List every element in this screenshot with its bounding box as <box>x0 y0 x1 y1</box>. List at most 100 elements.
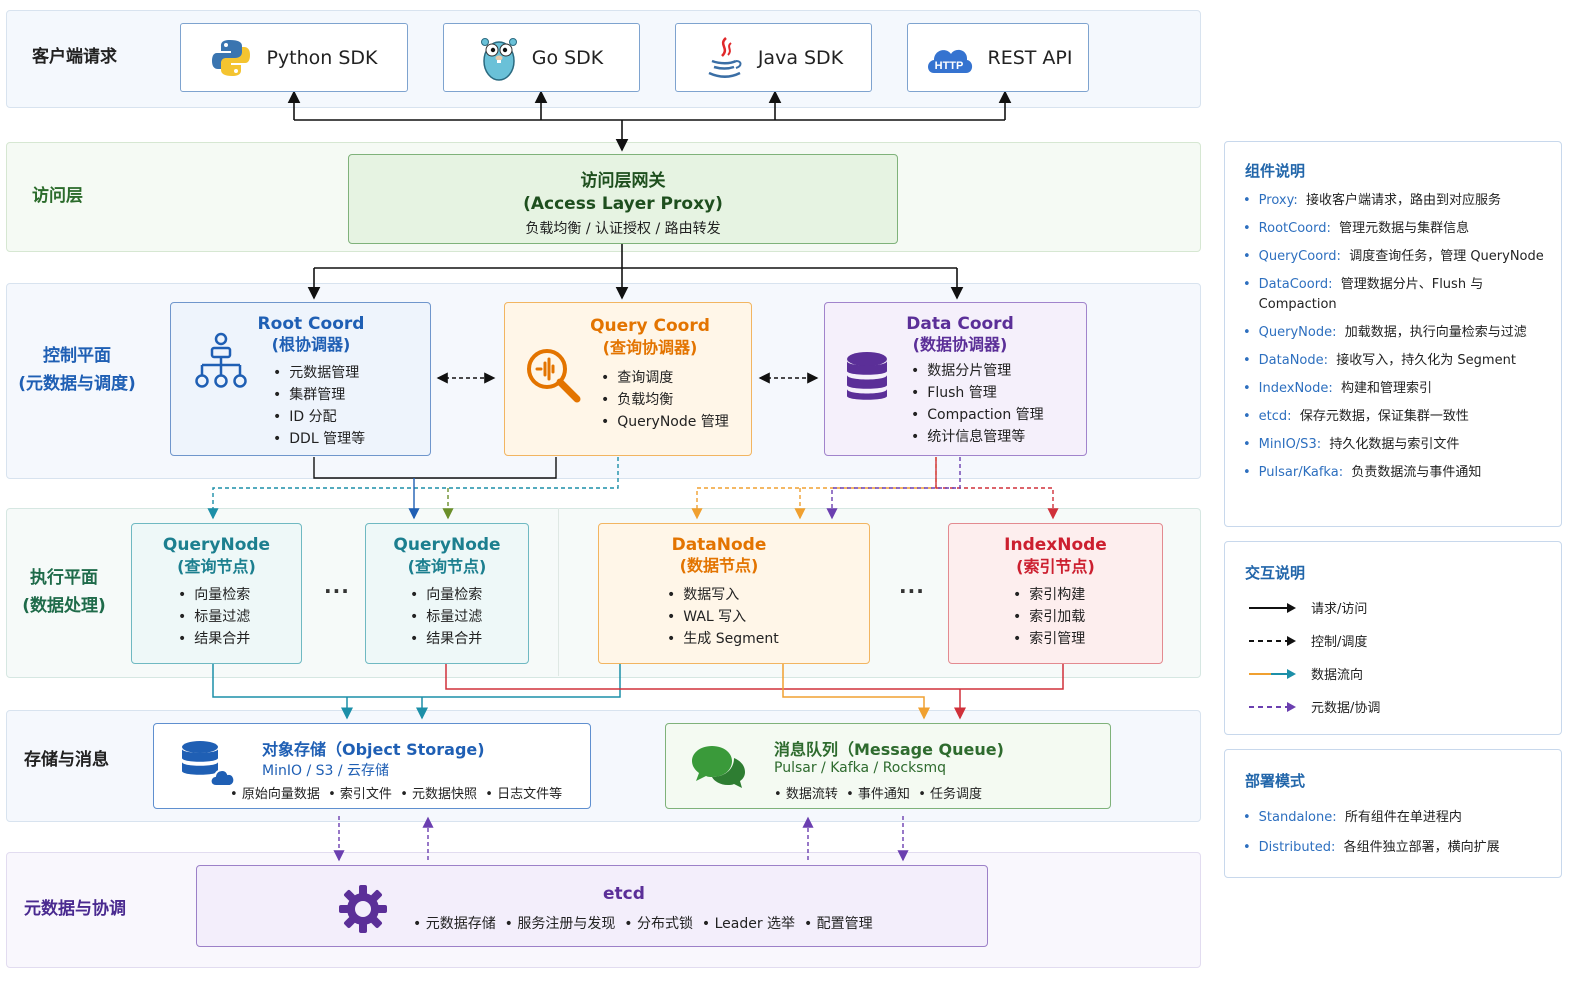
indexnode-subtitle: (索引节点) <box>1016 557 1095 576</box>
root-coord-subtitle: (根协调器) <box>271 335 351 354</box>
object-storage-items: • 原始向量数据 • 索引文件 • 元数据快照 • 日志文件等 <box>230 787 563 802</box>
object-storage-subtitle: MinIO / S3 / 云存储 <box>262 763 390 779</box>
python-sdk-label: Python SDK <box>266 46 378 69</box>
list-item: 结果合并 <box>410 628 482 650</box>
list-item: QueryNode 管理 <box>601 411 729 433</box>
list-item: •etcd: 保存元数据，保证集群一致性 <box>1243 409 1469 424</box>
etcd-item: 服务注册与发现 <box>517 916 616 932</box>
list-item: •IndexNode: 构建和管理索引 <box>1243 381 1433 396</box>
etcd-box[interactable]: etcd • 元数据存储 • 服务注册与发现 • 分布式锁 • Leader 选… <box>196 865 988 947</box>
query-coord-list: 查询调度 负载均衡 QueryNode 管理 <box>601 367 729 433</box>
list-item: 标量过滤 <box>410 606 482 628</box>
list-item: Flush 管理 <box>911 382 1044 404</box>
comp-key: MinIO/S3: <box>1258 437 1322 452</box>
comp-key: Pulsar/Kafka: <box>1258 465 1344 480</box>
comp-value: 保存元数据，保证集群一致性 <box>1299 409 1469 424</box>
list-item: 标量过滤 <box>178 606 250 628</box>
database-icon <box>847 352 887 400</box>
http-badge: HTTP <box>934 60 963 72</box>
mq-item: 数据流转 <box>785 787 838 802</box>
legend-label: 元数据/协调 <box>1311 701 1381 716</box>
querynode-list: 向量检索 标量过滤 结果合并 <box>178 584 250 650</box>
message-queue-subtitle: Pulsar / Kafka / Rocksmq <box>774 760 946 776</box>
go-sdk-label: Go SDK <box>531 46 604 69</box>
dashed-arrow-icon <box>1249 635 1296 646</box>
comp-value: 负责数据流与事件通知 <box>1351 465 1482 480</box>
querynode-ellipsis: ... <box>324 574 350 598</box>
proxy-box[interactable]: 访问层网关 (Access Layer Proxy) 负载均衡 / 认证授权 /… <box>348 154 898 244</box>
data-coord-box[interactable]: Data Coord (数据协调器) 数据分片管理 Flush 管理 Compa… <box>824 302 1087 456</box>
list-item: •DataNode: 接收写入，持久化为 Segment <box>1243 353 1516 368</box>
list-item: 数据写入 <box>667 584 779 606</box>
querynode-list: 向量检索 标量过滤 结果合并 <box>410 584 482 650</box>
list-item: •Proxy: 接收客户端请求，路由到对应服务 <box>1243 193 1501 208</box>
indexnode-box[interactable]: IndexNode (索引节点) 索引构建 索引加载 索引管理 <box>948 523 1163 664</box>
storage-item: 日志文件等 <box>497 787 563 802</box>
object-storage-box[interactable]: 对象存储（Object Storage) MinIO / S3 / 云存储 • … <box>153 723 591 809</box>
list-item: 向量检索 <box>178 584 250 606</box>
message-queue-title: 消息队列（Message Queue) <box>774 740 1004 759</box>
mq-item: 事件通知 <box>857 787 910 802</box>
list-item: 统计信息管理等 <box>911 426 1044 448</box>
comp-value: 持久化数据与索引文件 <box>1329 437 1460 452</box>
data-coord-subtitle: (数据协调器) <box>912 335 1008 354</box>
comp-value: 接收客户端请求，路由到对应服务 <box>1305 193 1501 208</box>
indexnode-list: 索引构建 索引加载 索引管理 <box>1013 584 1085 650</box>
control-plane-subtitle: (元数据与调度) <box>18 374 136 394</box>
list-item: 元数据管理 <box>273 362 365 384</box>
list-item: 查询调度 <box>601 367 729 389</box>
dataflow-arrow-icon <box>1249 668 1296 679</box>
list-item: •DataCoord: 管理数据分片、Flush 与 Compaction <box>1243 277 1484 312</box>
message-queue-box[interactable]: 消息队列（Message Queue) Pulsar / Kafka / Roc… <box>665 723 1111 809</box>
legend-label: 控制/调度 <box>1311 635 1368 650</box>
storage-cloud-icon <box>182 741 236 787</box>
deploy-value: 所有组件在单进程内 <box>1344 810 1462 825</box>
datanode-title: DataNode <box>671 535 767 555</box>
data-coord-title: Data Coord <box>906 314 1014 334</box>
etcd-items: • 元数据存储 • 服务注册与发现 • 分布式锁 • Leader 选举 • 配… <box>413 916 873 932</box>
rest-api-box[interactable]: HTTP REST API <box>907 23 1089 92</box>
legend-label: 请求/访问 <box>1311 602 1368 617</box>
list-item: 集群管理 <box>273 384 365 406</box>
node-ellipsis: ... <box>899 574 925 598</box>
query-coord-box[interactable]: Query Coord (查询协调器) 查询调度 负载均衡 QueryNode … <box>504 302 752 456</box>
java-icon <box>708 36 742 78</box>
interaction-panel-title: 交互说明 <box>1245 564 1306 582</box>
hierarchy-icon <box>195 332 247 388</box>
querynode-subtitle: (查询节点) <box>177 557 256 576</box>
mq-item: 任务调度 <box>930 787 983 802</box>
go-sdk-box[interactable]: Go SDK <box>443 23 640 92</box>
comp-value: 管理元数据与集群信息 <box>1339 221 1470 236</box>
querynode-subtitle: (查询节点) <box>407 557 487 576</box>
python-sdk-box[interactable]: Python SDK <box>180 23 408 92</box>
message-queue-items: • 数据流转 • 事件通知 • 任务调度 <box>774 787 983 802</box>
exec-plane-subtitle: (数据处理) <box>22 596 106 616</box>
comp-value: 构建和管理索引 <box>1341 381 1433 396</box>
java-sdk-box[interactable]: Java SDK <box>675 23 872 92</box>
components-panel: 组件说明 •Proxy: 接收客户端请求，路由到对应服务 •RootCoord:… <box>1224 141 1562 527</box>
query-coord-title: Query Coord <box>590 316 710 336</box>
root-coord-box[interactable]: Root Coord (根协调器) 元数据管理 集群管理 ID 分配 DDL 管… <box>170 302 431 456</box>
comp-key: Proxy: <box>1258 193 1298 208</box>
list-item: •QueryNode: 加载数据，执行向量检索与过滤 <box>1243 325 1527 340</box>
root-coord-title: Root Coord <box>257 314 365 334</box>
etcd-item: Leader 选举 <box>714 916 796 932</box>
list-item: 负载均衡 <box>601 389 729 411</box>
gopher-icon <box>480 37 517 81</box>
python-icon <box>212 39 251 76</box>
list-item: 索引管理 <box>1013 628 1085 650</box>
data-coord-list: 数据分片管理 Flush 管理 Compaction 管理 统计信息管理等 <box>911 360 1044 448</box>
datanode-list: 数据写入 WAL 写入 生成 Segment <box>667 584 779 650</box>
components-list: •Proxy: 接收客户端请求，路由到对应服务 •RootCoord: 管理元数… <box>1243 191 1555 491</box>
object-storage-title: 对象存储（Object Storage) <box>262 740 485 759</box>
legend-metadata: 元数据/协调 <box>1249 697 1380 716</box>
http-cloud-icon: HTTP <box>927 49 972 73</box>
list-item: •Pulsar/Kafka: 负责数据流与事件通知 <box>1243 465 1482 480</box>
querynode-box-2[interactable]: QueryNode (查询节点) 向量检索 标量过滤 结果合并 <box>365 523 529 664</box>
storage-item: 元数据快照 <box>412 787 478 802</box>
list-item: Compaction 管理 <box>911 404 1043 426</box>
querynode-box-1[interactable]: QueryNode (查询节点) 向量检索 标量过滤 结果合并 <box>131 523 302 664</box>
datanode-box[interactable]: DataNode (数据节点) 数据写入 WAL 写入 生成 Segment <box>598 523 870 664</box>
proxy-subtitle: (Access Layer Proxy) <box>523 194 723 214</box>
meta-label: 元数据与协调 <box>24 899 126 919</box>
